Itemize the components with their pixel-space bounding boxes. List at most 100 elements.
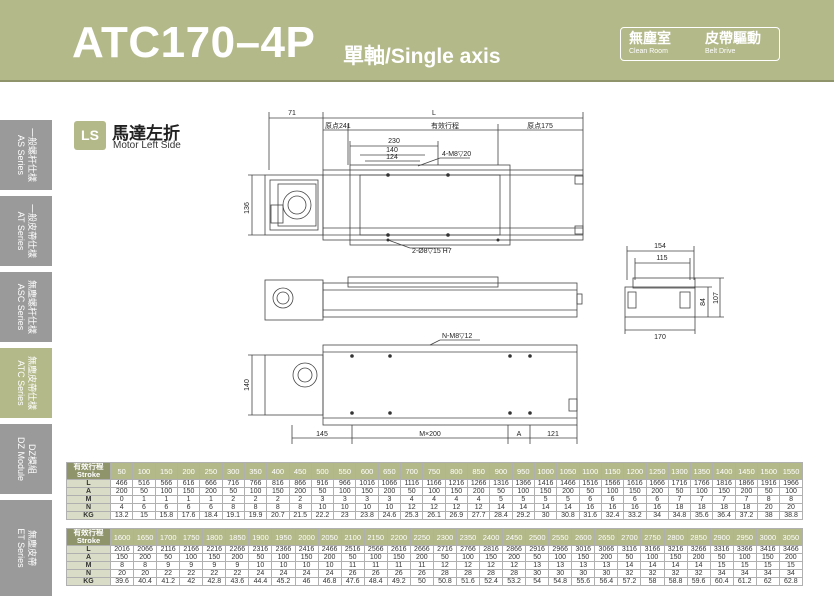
- table-cell: 100: [779, 487, 803, 496]
- table-cell: 60.4: [709, 577, 734, 586]
- table-cell: 3: [377, 495, 402, 504]
- badge-belt-drive: 皮帶驅動 Belt Drive: [705, 30, 761, 55]
- table-cell: 1316: [489, 479, 513, 488]
- table-cell: 12: [400, 503, 424, 512]
- table-cell: 48.4: [363, 577, 388, 586]
- table-cell: 35.6: [690, 511, 714, 520]
- table-cell: 18: [667, 503, 692, 512]
- table-cell: 2066: [133, 545, 158, 554]
- table-cell: 50: [432, 553, 457, 562]
- table-cell: 54: [525, 577, 550, 586]
- table-cell: 50: [400, 487, 424, 496]
- stroke-value: 900: [489, 462, 513, 480]
- table-cell: 50: [709, 553, 734, 562]
- table-cell: 8: [757, 495, 781, 504]
- stroke-value: 1550: [779, 462, 803, 480]
- table-cell: 100: [333, 487, 357, 496]
- stroke-value: 700: [400, 462, 424, 480]
- table-cell: 20: [757, 503, 781, 512]
- table-cell: 32: [663, 569, 688, 578]
- table-cell: 6: [623, 495, 647, 504]
- stroke-value: 2050: [317, 528, 342, 546]
- dim-label-121: 121: [547, 431, 559, 438]
- stroke-value: 200: [176, 462, 201, 480]
- dim-label-145: 145: [316, 431, 328, 438]
- row-label: KG: [66, 577, 111, 586]
- table-cell: 3116: [617, 545, 642, 554]
- table-cell: 100: [271, 553, 296, 562]
- stroke-value: 1750: [179, 528, 204, 546]
- motor-block-bottom: [264, 354, 324, 416]
- table-cell: 2716: [432, 545, 457, 554]
- table-cell: 1916: [757, 479, 781, 488]
- table-cell: 8: [288, 503, 312, 512]
- table-cell: 150: [294, 553, 319, 562]
- table-cell: 100: [732, 553, 757, 562]
- table-cell: 1766: [690, 479, 714, 488]
- table-cell: 14: [640, 561, 665, 570]
- table-cell: 61.2: [732, 577, 757, 586]
- table-cell: 150: [663, 553, 688, 562]
- table-cell: 100: [511, 487, 535, 496]
- table-cell: 54.8: [548, 577, 573, 586]
- carriage-top: [349, 164, 511, 246]
- table-cell: 28: [502, 569, 527, 578]
- table-cell: 9: [202, 561, 227, 570]
- stroke-value: 1650: [133, 528, 158, 546]
- table-cell: 866: [288, 479, 312, 488]
- table-cell: 2: [266, 495, 290, 504]
- table-cell: 50: [340, 553, 365, 562]
- table-cell: 26: [363, 569, 388, 578]
- table-cell: 23: [333, 511, 357, 520]
- table-cell: 14: [533, 503, 558, 512]
- stroke-value: 3000: [755, 528, 780, 546]
- table-cell: 1816: [712, 479, 736, 488]
- row-label: KG: [66, 511, 111, 520]
- stroke-value: 2100: [340, 528, 365, 546]
- hole-label-2phi8: 2-Ø8▽15 H7: [412, 248, 452, 255]
- table-cell: 30: [548, 569, 573, 578]
- table-cell: 14: [556, 503, 580, 512]
- table-cell: 37.2: [734, 511, 759, 520]
- table-cell: 33.2: [623, 511, 647, 520]
- table-cell: 50: [617, 553, 642, 562]
- stroke-value: 450: [288, 462, 312, 480]
- table-cell: 34: [755, 569, 780, 578]
- stroke-value: 1500: [757, 462, 781, 480]
- table-cell: 14: [511, 503, 535, 512]
- dim-label-154: 154: [654, 243, 666, 250]
- table-cell: 1116: [400, 479, 424, 488]
- table-cell: 200: [109, 487, 134, 496]
- table-cell: 2166: [179, 545, 204, 554]
- table-cell: 19.1: [221, 511, 245, 520]
- table-cell: 10: [271, 561, 296, 570]
- stroke-value: 2800: [663, 528, 688, 546]
- table-cell: 19.9: [243, 511, 268, 520]
- table-cell: 15: [755, 561, 780, 570]
- table-cell: 39.6: [109, 577, 135, 586]
- table-cell: 20: [133, 569, 158, 578]
- table-cell: 51.6: [455, 577, 481, 586]
- stroke-value: 750: [422, 462, 446, 480]
- row-label: L: [66, 545, 111, 554]
- table-cell: 2016: [109, 545, 135, 554]
- table-cell: 28: [455, 569, 481, 578]
- table-cell: 3066: [594, 545, 619, 554]
- table-cell: 22: [156, 569, 181, 578]
- table-cell: 5: [556, 495, 580, 504]
- table-cell: 4: [400, 495, 424, 504]
- table-cell: 12: [466, 503, 491, 512]
- stroke-value: 1700: [156, 528, 181, 546]
- hole-label-4m8: 4-M8▽20: [442, 151, 471, 158]
- table-cell: 13.2: [109, 511, 134, 520]
- dim-label-170: 170: [654, 334, 666, 341]
- table-cell: 2666: [409, 545, 434, 554]
